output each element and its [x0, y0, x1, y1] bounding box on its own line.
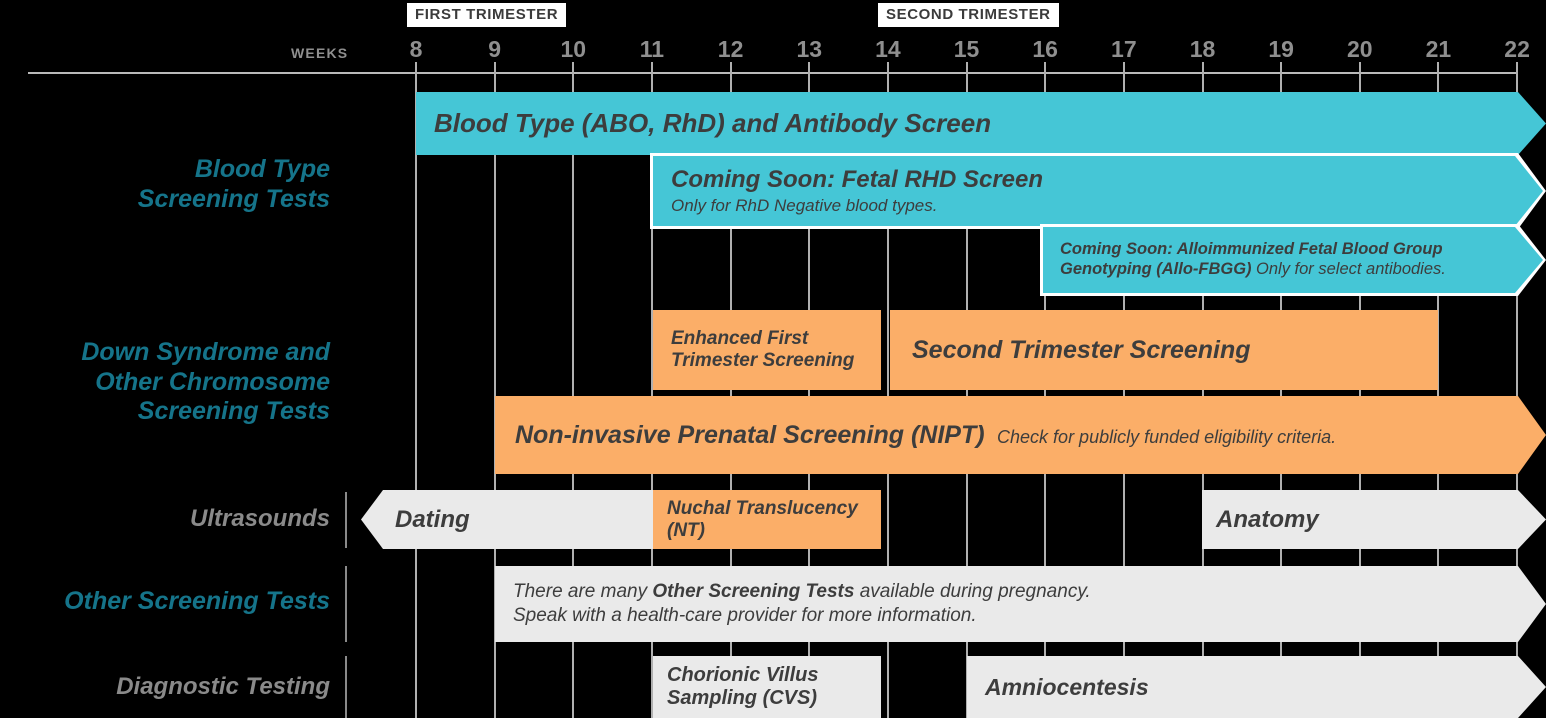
- bar-subtitle: Only for select antibodies.: [1256, 260, 1446, 279]
- bar-title: Coming Soon: Fetal RHD Screen: [671, 165, 1044, 193]
- bar-blood-type-antibody-screen[interactable]: Blood Type (ABO, RhD) and Antibody Scree…: [416, 92, 1546, 155]
- bar-title: Non-invasive Prenatal Screening (NIPT): [515, 420, 985, 449]
- axis-tick-week-14: 14: [875, 36, 901, 62]
- bar-subtitle: Only for RhD Negative blood types.: [671, 196, 938, 216]
- bar-second-trimester-screening[interactable]: Second Trimester Screening: [890, 310, 1438, 390]
- axis-tick-week-10: 10: [560, 36, 587, 62]
- row-label-ultrasounds: Ultrasounds: [189, 505, 330, 532]
- gridline-week-14: [886, 62, 889, 718]
- gridline-week-8: [415, 62, 417, 718]
- axis-tick-week-11: 11: [639, 36, 665, 62]
- row-separator-diagnostic: [345, 656, 347, 718]
- gridline-week-10: [572, 62, 575, 718]
- trimester-tag-second: SECOND TRIMESTER: [878, 3, 1059, 27]
- axis-tick-week-13: 13: [796, 36, 823, 62]
- bar-title: Dating: [395, 505, 470, 533]
- axis-tick-week-18: 18: [1189, 36, 1216, 62]
- gridline-week-15: [965, 62, 968, 718]
- bar-nuchal-translucency[interactable]: Nuchal Translucency (NT): [653, 490, 881, 549]
- bar-fetal-rhd-screen[interactable]: Coming Soon: Fetal RHD Screen Only for R…: [653, 156, 1543, 226]
- bar-chorionic-villus-sampling[interactable]: Chorionic Villus Sampling (CVS): [653, 656, 881, 718]
- axis-tick-week-16: 16: [1032, 36, 1058, 62]
- bar-title: Blood Type (ABO, RhD) and Antibody Scree…: [434, 107, 992, 138]
- bar-title: Chorionic Villus Sampling (CVS): [667, 664, 819, 709]
- gridline-week-13: [808, 62, 811, 718]
- axis-tick-week-20: 20: [1347, 36, 1373, 62]
- bar-nipt[interactable]: Non-invasive Prenatal Screening (NIPT) C…: [495, 396, 1546, 474]
- bar-title: Amniocentesis: [985, 673, 1149, 700]
- bar-amniocentesis[interactable]: Amniocentesis: [967, 656, 1546, 718]
- axis-tick-week-22: 22: [1504, 36, 1530, 62]
- gridline-week-19: [1280, 62, 1283, 718]
- bar-title: Nuchal Translucency (NT): [667, 497, 858, 541]
- axis-tick-week-19: 19: [1268, 36, 1294, 62]
- bar-dating-ultrasound[interactable]: Dating: [361, 490, 653, 549]
- axis-baseline: [28, 72, 1518, 74]
- trimester-tag-first: FIRST TRIMESTER: [407, 3, 567, 27]
- gridline-week-12: [729, 62, 732, 718]
- other-tests-text-before: There are many: [513, 581, 653, 603]
- gridline-week-18: [1201, 62, 1204, 718]
- gridline-week-17: [1122, 62, 1125, 718]
- bar-title: Enhanced First Trimester Screening: [671, 328, 855, 371]
- row-label-down-syndrome: Down Syndrome and Other Chromosome Scree…: [81, 338, 330, 425]
- gridline-week-20: [1358, 62, 1361, 718]
- bar-title: Second Trimester Screening: [912, 335, 1251, 364]
- gridline-week-21: [1437, 62, 1440, 718]
- bar-other-screening-tests[interactable]: There are many Other Screening Tests ava…: [495, 566, 1546, 642]
- bar-allo-fbgg[interactable]: Coming Soon: Alloimmunized Fetal Blood G…: [1043, 227, 1543, 293]
- other-tests-emphasis: Other Screening Tests: [652, 581, 855, 603]
- axis-tick-week-8: 8: [409, 36, 423, 62]
- bar-enhanced-first-trimester-screening[interactable]: Enhanced First Trimester Screening: [653, 310, 881, 390]
- bar-anatomy-ultrasound[interactable]: Anatomy: [1202, 490, 1546, 549]
- axis-tick-week-9: 9: [488, 36, 502, 62]
- gridline-week-16: [1044, 62, 1047, 718]
- other-tests-text-after: available during pregnancy.: [854, 581, 1091, 603]
- weeks-axis-label: WEEKS: [291, 45, 349, 61]
- bar-title: Coming Soon: Alloimmunized Fetal Blood G…: [1060, 240, 1443, 279]
- axis-tick-week-17: 17: [1111, 36, 1137, 62]
- row-separator-ultrasounds: [345, 492, 347, 548]
- other-tests-text-line2: Speak with a health-care provider for mo…: [513, 605, 977, 627]
- gridline-week-9: [493, 62, 496, 718]
- gridline-week-22: [1516, 62, 1519, 718]
- row-label-blood-type: Blood Type Screening Tests: [137, 155, 330, 213]
- bar-subtitle: Check for publicly funded eligibility cr…: [997, 426, 1337, 447]
- bar-title: Anatomy: [1216, 505, 1319, 533]
- axis-tick-week-21: 21: [1425, 36, 1452, 62]
- axis-tick-week-15: 15: [953, 36, 980, 62]
- gridline-week-11: [650, 62, 653, 718]
- axis-tick-week-12: 12: [717, 36, 744, 62]
- row-label-other-screening: Other Screening Tests: [64, 587, 330, 615]
- row-label-diagnostic-testing: Diagnostic Testing: [116, 673, 330, 700]
- row-separator-other-screening: [345, 566, 347, 642]
